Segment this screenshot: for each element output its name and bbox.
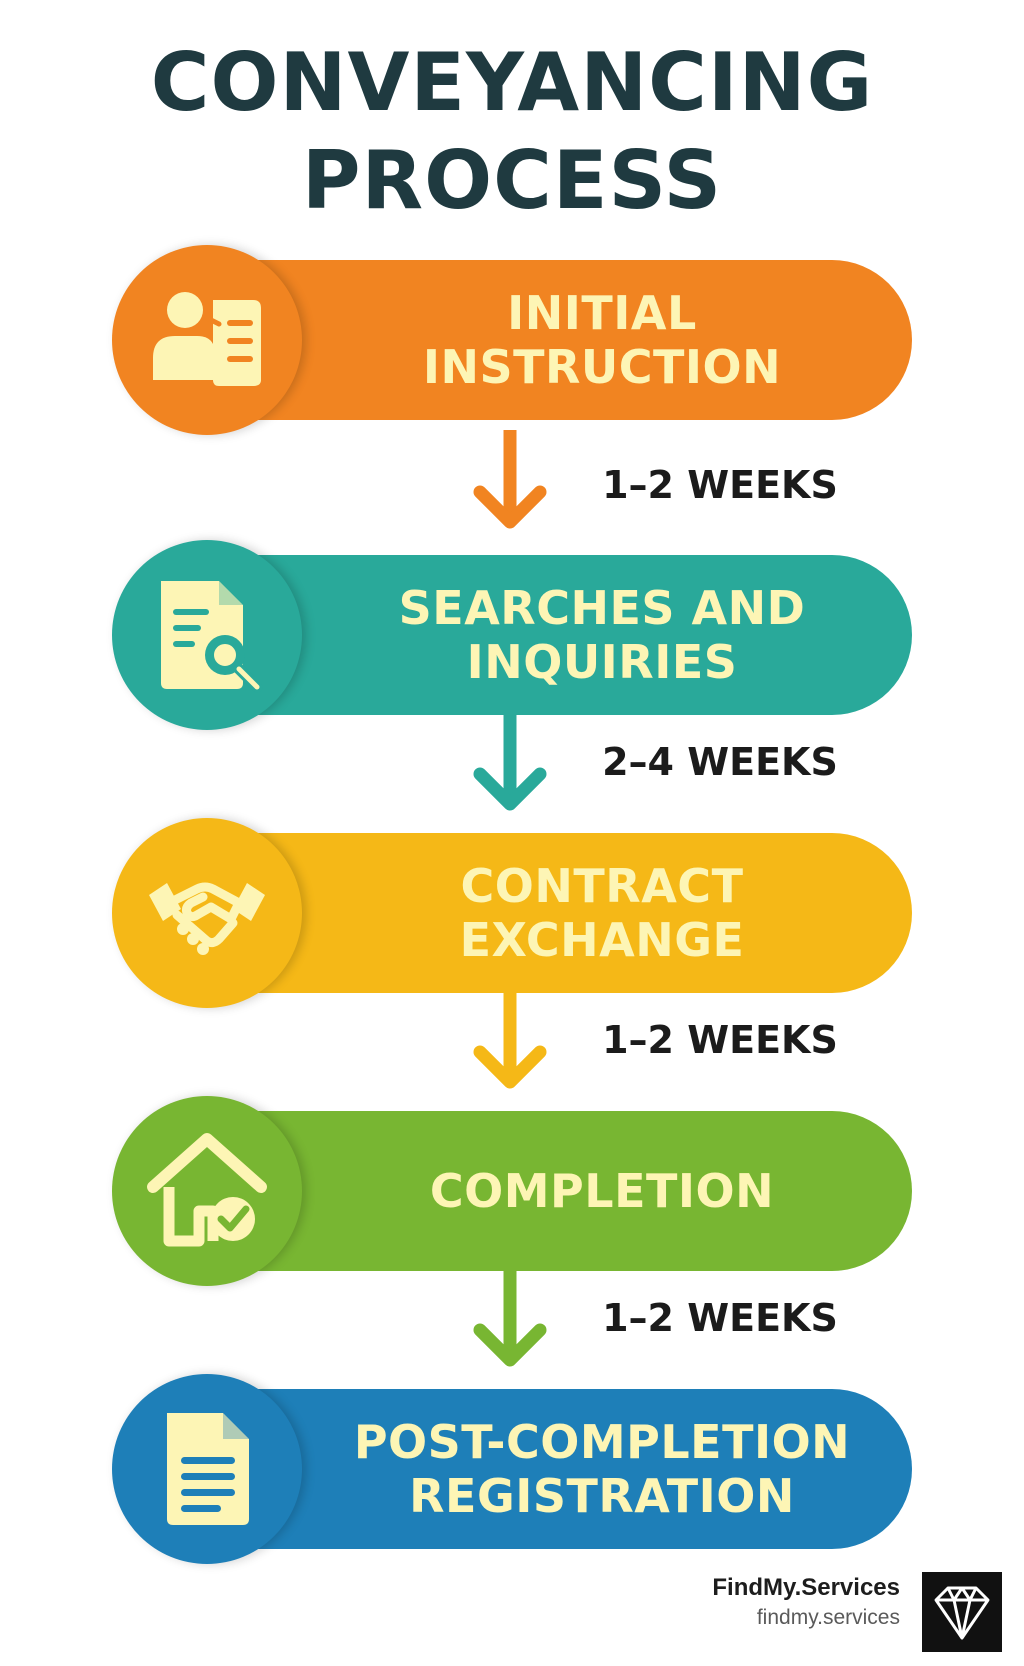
duration-label: 1–2 WEEKS (602, 1296, 838, 1340)
step-label-line-1: COMPLETION (429, 1164, 775, 1218)
duration-label: 1–2 WEEKS (602, 1018, 838, 1062)
step-icon-circle (112, 818, 302, 1008)
step-label: COMPLETION (312, 1111, 892, 1271)
step-initial-instruction: INITIAL INSTRUCTION (112, 245, 912, 435)
step-icon-circle (112, 1096, 302, 1286)
diamond-logo-icon (922, 1572, 1002, 1652)
step-label: INITIAL INSTRUCTION (312, 260, 892, 420)
arrow-down-icon (470, 430, 550, 540)
step-label-line-2: INSTRUCTION (422, 340, 782, 394)
step-contract-exchange: CONTRACT EXCHANGE (112, 818, 912, 1008)
arrow-down-icon (470, 712, 550, 822)
handshake-icon (149, 882, 265, 955)
step-icon-circle (112, 245, 302, 435)
step-label-line-1: INITIAL (507, 286, 697, 340)
duration-label: 1–2 WEEKS (602, 463, 838, 507)
page-title-line-1: CONVEYANCING (150, 36, 874, 129)
house-check-icon (147, 1133, 267, 1247)
brand-url: findmy.services (756, 1606, 900, 1629)
brand-name: FindMy.Services (712, 1574, 900, 1601)
step-label: CONTRACT EXCHANGE (312, 833, 892, 993)
client-document-icon (153, 292, 261, 386)
step-label-line-2: EXCHANGE (459, 913, 745, 967)
step-label-line-2: REGISTRATION (409, 1469, 795, 1523)
step-completion: COMPLETION (112, 1096, 912, 1286)
arrow-down-icon (470, 990, 550, 1100)
step-label: POST-COMPLETION REGISTRATION (312, 1389, 892, 1549)
step-icon-circle (112, 540, 302, 730)
step-label-line-2: INQUIRIES (466, 635, 738, 689)
step-label-line-1: SEARCHES AND (398, 581, 806, 635)
document-icon (167, 1413, 249, 1525)
arrow-down-icon (470, 1268, 550, 1378)
page-title-line-2: PROCESS (301, 134, 723, 227)
step-label-line-1: CONTRACT (460, 859, 744, 913)
document-search-icon (161, 581, 263, 693)
duration-label: 2–4 WEEKS (602, 740, 838, 784)
step-label-line-1: POST-COMPLETION (353, 1415, 851, 1469)
step-label: SEARCHES AND INQUIRIES (312, 555, 892, 715)
step-icon-circle (112, 1374, 302, 1564)
step-searches-and-inquiries: SEARCHES AND INQUIRIES (112, 540, 912, 730)
step-post-completion-registration: POST-COMPLETION REGISTRATION (112, 1374, 912, 1564)
